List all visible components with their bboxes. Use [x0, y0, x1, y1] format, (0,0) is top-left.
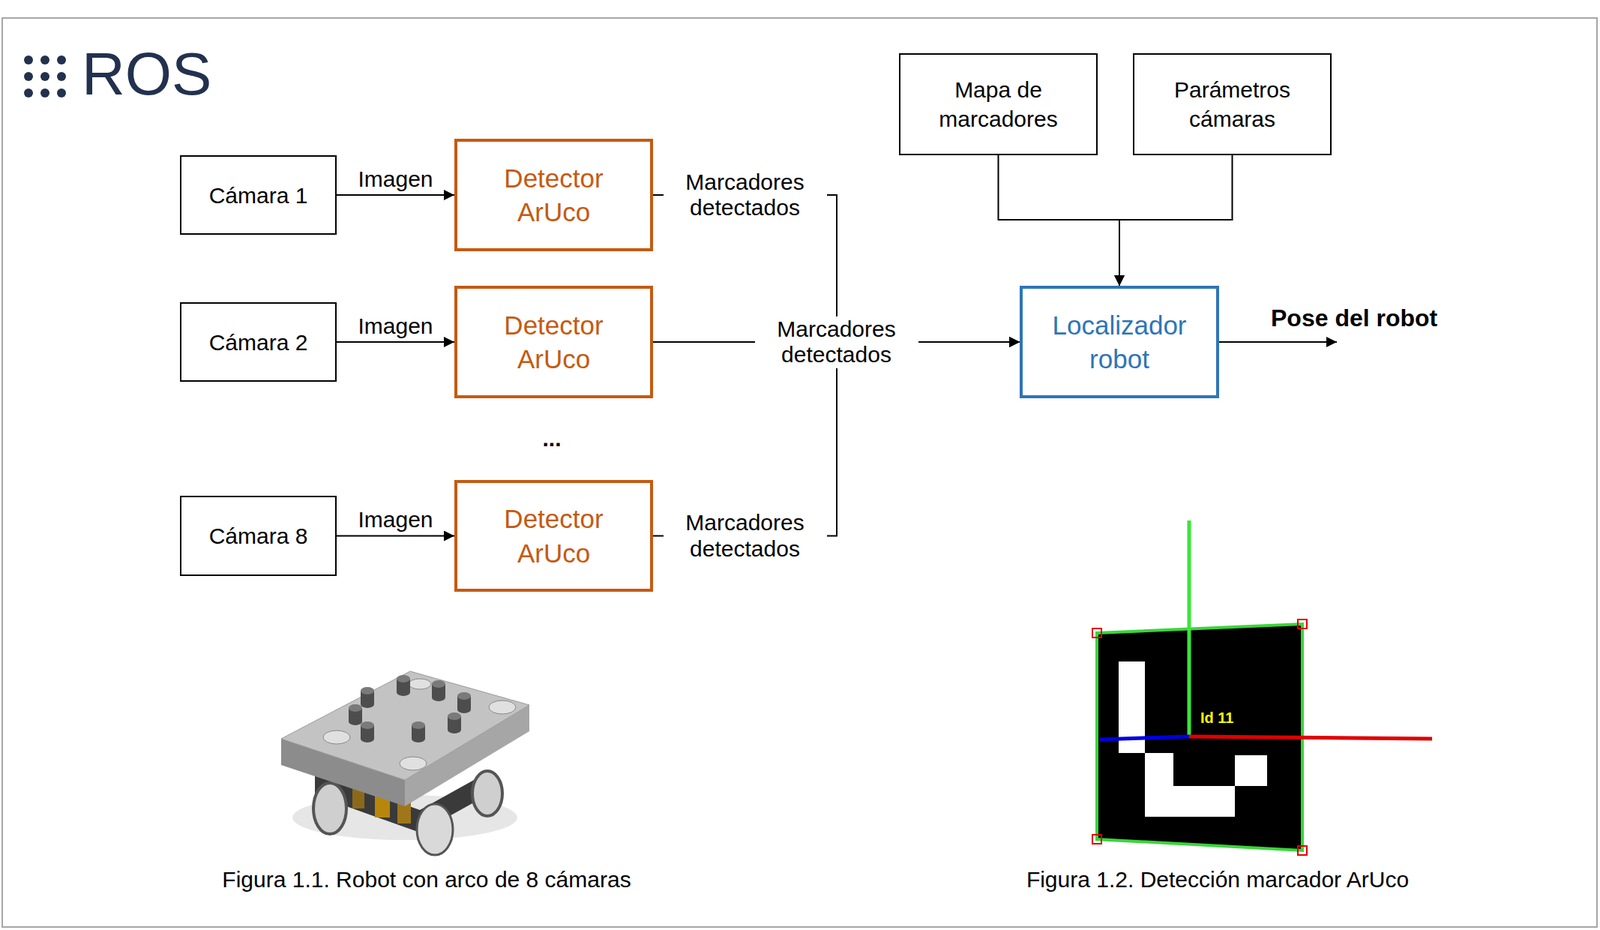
box-text: Detector ArUco	[479, 308, 630, 377]
box-text: Cámara 2	[209, 327, 309, 357]
connector-arrow	[336, 194, 455, 196]
ros-logo-dots	[23, 55, 66, 98]
camera-top	[396, 674, 411, 683]
camera-box: Cámara 2	[179, 302, 337, 382]
camera-top	[360, 721, 375, 729]
camera-base	[396, 688, 411, 696]
output-arrow	[1219, 341, 1337, 343]
box-text: Cámara 8	[209, 521, 309, 551]
box-text: Detector ArUco	[479, 501, 630, 570]
camera-top	[411, 721, 426, 729]
camera-base	[447, 725, 462, 734]
camera-top	[457, 692, 471, 700]
detector-box: Detector ArUco	[454, 138, 654, 252]
localizer-box: Localizador robot	[1019, 285, 1220, 399]
connector-arrow	[998, 155, 1121, 286]
camera-base	[360, 734, 375, 743]
box-text: Detector ArUco	[479, 161, 630, 230]
camera-box: Cámara 1	[179, 155, 337, 235]
box-text: Mapa de marcadores	[919, 74, 1078, 134]
detector-box: Detector ArUco	[454, 285, 654, 399]
box-text: Cámara 1	[209, 180, 309, 210]
ellipsis: ...	[542, 425, 561, 452]
box-text: Localizador robot	[1040, 308, 1199, 377]
edge-label: Imagen	[357, 313, 433, 340]
camera-top	[360, 686, 375, 695]
figure-caption: Figura 1.1. Robot con arco de 8 cámaras	[221, 866, 631, 893]
connector-arrow	[1119, 155, 1233, 286]
edge-label: Marcadores detectados	[755, 316, 919, 369]
input-box: Parámetros cámaras	[1132, 53, 1332, 156]
box-text: Parámetros cámaras	[1153, 74, 1312, 134]
connector-arrow	[336, 341, 455, 343]
camera-box: Cámara 8	[179, 495, 337, 576]
robot-illustration	[281, 671, 530, 855]
logo-text: ROS	[81, 39, 212, 109]
edge-label: Imagen	[357, 166, 433, 193]
camera-base	[457, 705, 471, 714]
detector-box: Detector ArUco	[454, 479, 654, 592]
connector-arrow	[336, 535, 455, 537]
camera-top	[348, 704, 363, 712]
figure-caption: Figura 1.2. Detección marcador ArUco	[1026, 866, 1409, 893]
aruco-marker	[1092, 520, 1433, 855]
camera-base	[360, 700, 375, 708]
edge-label: Imagen	[357, 506, 433, 534]
edge-label: Marcadores detectados	[663, 509, 827, 562]
camera-base	[411, 734, 426, 743]
camera-base	[431, 693, 446, 702]
input-box: Mapa de marcadores	[898, 53, 1098, 156]
frame-border	[2, 17, 1598, 927]
output-label: Pose del robot	[1270, 304, 1438, 333]
connector-arrow	[653, 341, 1020, 537]
marker-id: Id 11	[1200, 709, 1234, 727]
camera-base	[348, 717, 363, 726]
edge-label: Marcadores detectados	[663, 169, 827, 222]
robot-cameras	[348, 674, 471, 743]
camera-top	[447, 712, 462, 720]
camera-top	[431, 680, 446, 688]
